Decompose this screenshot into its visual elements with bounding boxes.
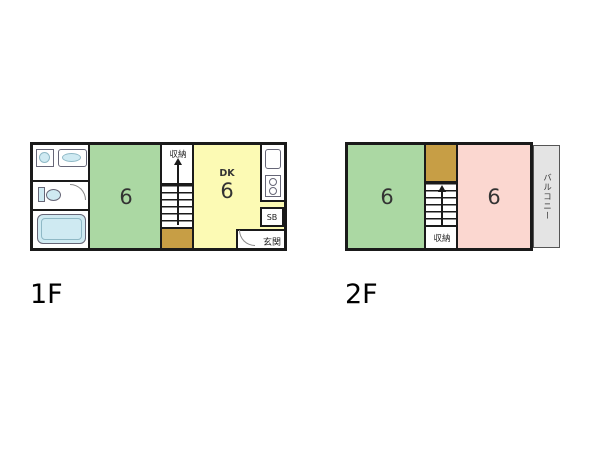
balcony: バルコニー: [533, 145, 560, 248]
storage-label-1f: 収納: [169, 150, 187, 160]
stairs-arrow-line: [441, 192, 443, 225]
kitchen-sink: [265, 149, 281, 169]
storage-2f: 収納: [426, 227, 458, 248]
wall: [424, 145, 426, 248]
stove-burner: [269, 178, 277, 186]
washbasin-bowl: [62, 152, 81, 162]
stairs-arrow-head: [438, 185, 446, 192]
floorplan-1f: 6 収納 DK 6 SB 玄関: [30, 142, 287, 251]
wall: [456, 145, 458, 248]
wall: [160, 145, 162, 248]
shoebox: SB: [260, 207, 284, 227]
floor-label-2f: 2F: [345, 279, 378, 310]
wall: [426, 225, 458, 227]
floorplan-2f: 6 収納 6: [345, 142, 533, 251]
room-tatami-2f: 6: [348, 145, 426, 248]
room-size-label-2f-tatami: 6: [380, 184, 394, 209]
balcony-label: バルコニー: [541, 172, 552, 221]
shoebox-label: SB: [266, 212, 278, 222]
wall: [33, 209, 90, 211]
stairs-arrow-line: [177, 165, 179, 225]
bathtub: [37, 214, 86, 244]
wall: [192, 145, 194, 248]
toilet: [38, 186, 64, 204]
wall: [33, 180, 90, 182]
room-bedroom-2f: 6: [458, 145, 530, 248]
wall: [426, 181, 458, 183]
stove: [265, 175, 281, 197]
closet-2f: [426, 145, 458, 183]
dk-label: DK: [219, 168, 235, 179]
toilet-bowl: [46, 189, 61, 201]
entrance-label: 玄関: [262, 238, 281, 248]
bathtub-inner: [41, 218, 82, 240]
floor-label-1f: 1F: [30, 279, 63, 310]
storage-label-2f: 収納: [433, 233, 451, 244]
washbasin: [58, 149, 87, 167]
stove-burner: [269, 187, 277, 195]
toilet-tank: [38, 187, 45, 202]
closet-1f: [162, 227, 194, 248]
washing-machine: [36, 149, 54, 167]
room-size-label-1f-tatami: 6: [119, 184, 133, 209]
room-size-label-2f-bedroom: 6: [487, 184, 501, 209]
washer-drum: [38, 151, 50, 163]
dk-label-group: DK 6: [194, 168, 260, 203]
stairs-arrow-head: [174, 158, 182, 165]
wall: [88, 145, 90, 248]
kitchen-counter: [260, 145, 284, 202]
room-tatami-1f: 6: [90, 145, 162, 248]
room-size-label-1f-dk: 6: [220, 179, 234, 203]
